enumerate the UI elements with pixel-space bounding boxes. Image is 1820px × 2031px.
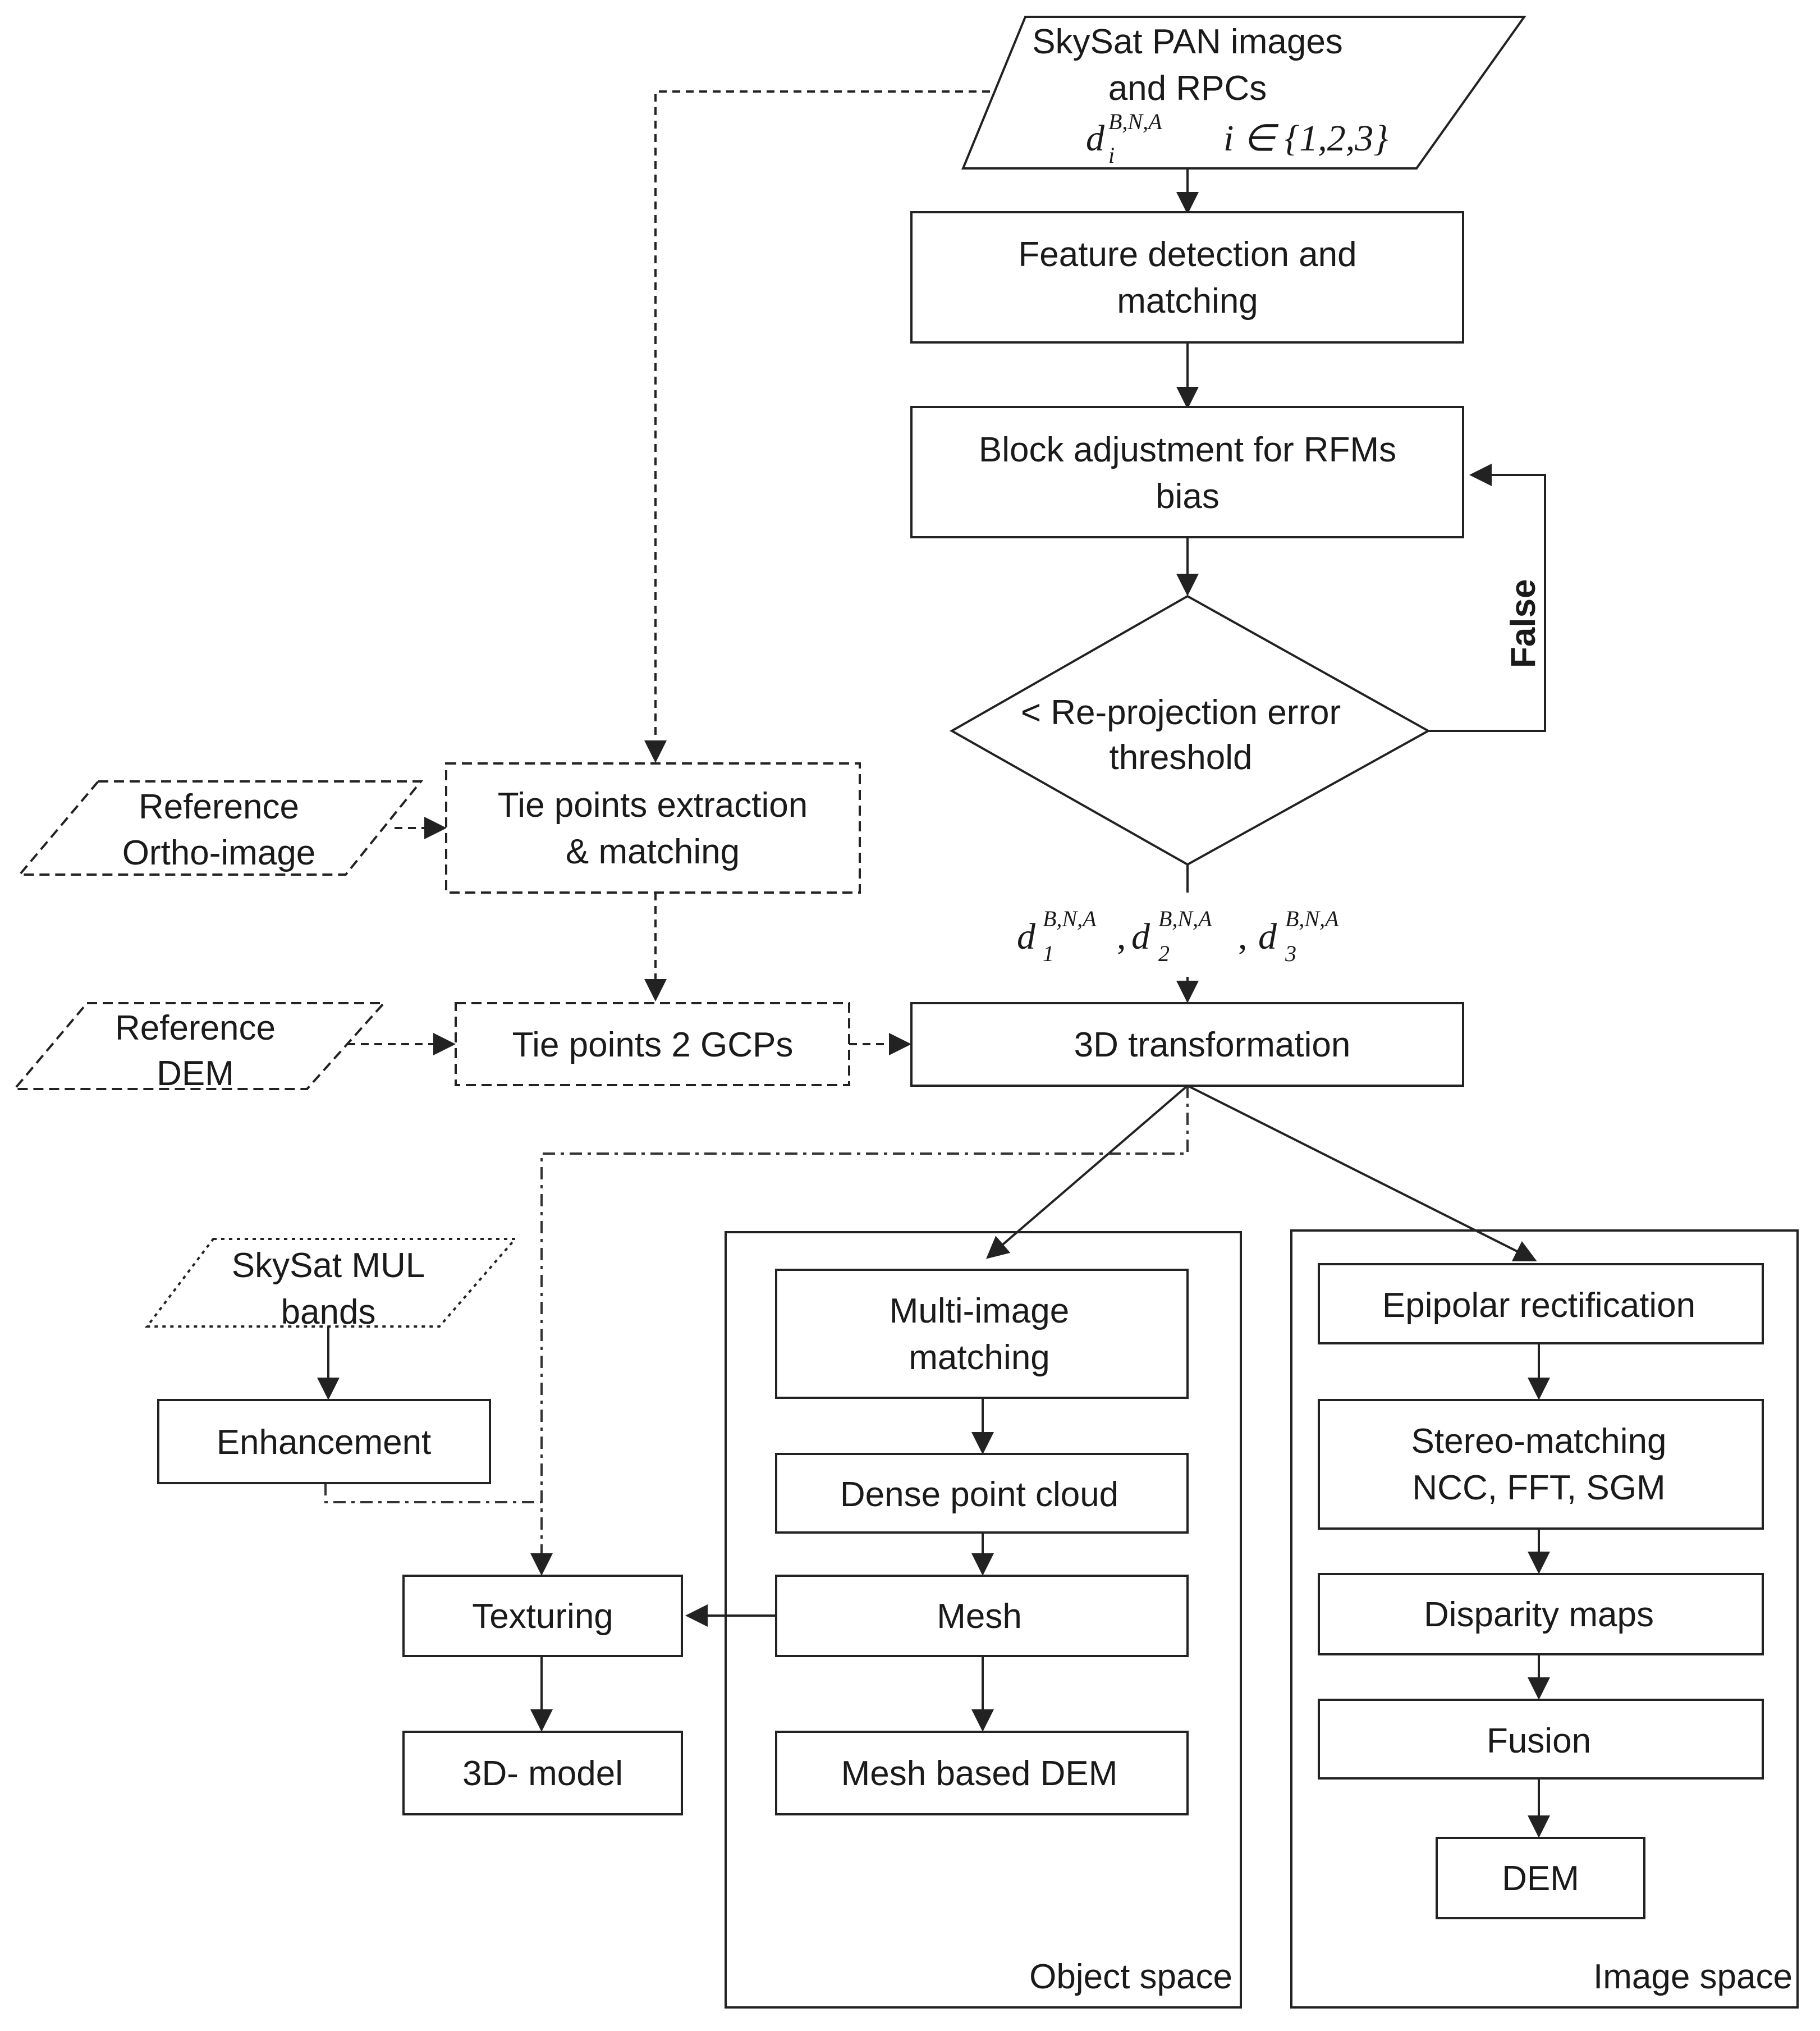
tie-points-gcps-node: Tie points 2 GCPs (455, 1002, 850, 1086)
skysat-pan-line1: SkySat PAN images (1032, 22, 1343, 61)
dense-cloud-label: Dense point cloud (840, 1475, 1118, 1514)
object-space-panel (725, 1231, 1242, 2009)
out-d3-sup: B,N,A (1285, 906, 1339, 931)
out-sep1: , (1117, 916, 1126, 957)
epipolar-node: Epipolar rectification (1318, 1263, 1764, 1344)
skysat-pan-line2: and RPCs (1108, 69, 1267, 108)
stereo-line2: NCC, FFT, SGM (1412, 1469, 1665, 1507)
feature-detection-line2: matching (1117, 282, 1258, 321)
block-adjustment-node: Block adjustment for RFMs bias (910, 406, 1464, 538)
epipolar-label: Epipolar rectification (1382, 1286, 1695, 1325)
pan-d-symbol: d (1086, 118, 1105, 159)
model-3d-node: 3D- model (402, 1731, 683, 1815)
stereo-node: Stereo-matching NCC, FFT, SGM (1318, 1399, 1764, 1530)
reprojection-line1: < Re-projection error (1021, 693, 1341, 732)
out-d2-sub: 2 (1158, 941, 1170, 966)
reference-ortho-line2: Ortho-image (122, 834, 316, 872)
edge-transform-to-texturing (530, 1086, 1189, 1576)
reference-ortho-node: Reference Ortho-image (17, 780, 424, 876)
dem-node: DEM (1436, 1837, 1645, 1919)
tie-points-gcps-label: Tie points 2 GCPs (512, 1026, 794, 1064)
feature-detection-node: Feature detection and matching (910, 211, 1464, 344)
out-d3-sub: 3 (1285, 941, 1296, 966)
dense-cloud-node: Dense point cloud (775, 1453, 1189, 1534)
multi-image-node: Multi-image matching (775, 1269, 1189, 1399)
disparity-label: Disparity maps (1424, 1595, 1654, 1634)
dem-label: DEM (1502, 1859, 1579, 1898)
image-space-panel (1290, 1229, 1799, 2009)
transformation-3d-label: 3D transformation (1074, 1026, 1351, 1064)
texturing-label: Texturing (472, 1597, 613, 1636)
pan-d-subscript: i (1108, 143, 1115, 168)
skysat-mul-line2: bands (281, 1293, 376, 1332)
reference-dem-node: Reference DEM (12, 1002, 387, 1093)
enhancement-label: Enhancement (217, 1423, 432, 1462)
multi-image-line1: Multi-image (890, 1292, 1069, 1330)
edge-false-loop (1428, 464, 1546, 732)
mesh-dem-node: Mesh based DEM (775, 1731, 1189, 1815)
edge-enhancement-to-texturing (324, 1483, 542, 1503)
skysat-mul-line1: SkySat MUL (232, 1246, 425, 1285)
out-d3: d (1258, 916, 1277, 957)
out-d1: d (1017, 916, 1036, 957)
fusion-node: Fusion (1318, 1699, 1764, 1780)
model-3d-label: 3D- model (462, 1754, 623, 1793)
block-adjustment-line2: bias (1156, 477, 1220, 516)
reference-ortho-line1: Reference (139, 788, 299, 826)
output-images-label: d B,N,A 1 , d B,N,A 2 , d B,N,A 3 (1017, 906, 1339, 966)
mesh-dem-label: Mesh based DEM (841, 1754, 1118, 1793)
reference-dem-line1: Reference (115, 1009, 276, 1047)
out-sep2: , (1238, 916, 1248, 957)
reprojection-decision-node: < Re-projection error threshold (949, 594, 1431, 866)
skysat-mul-node: SkySat MUL bands (144, 1238, 518, 1332)
fusion-label: Fusion (1487, 1722, 1591, 1760)
object-space-label: Object space (1029, 1957, 1232, 1996)
tie-points-extraction-line2: & matching (566, 832, 740, 871)
pan-d-superscript: B,N,A (1108, 109, 1162, 134)
out-d2-sup: B,N,A (1158, 906, 1212, 931)
stereo-line1: Stereo-matching (1411, 1422, 1667, 1461)
enhancement-node: Enhancement (157, 1399, 491, 1484)
pan-index-set: i ∈ {1,2,3} (1223, 118, 1388, 159)
out-d1-sub: 1 (1043, 941, 1054, 966)
reprojection-line2: threshold (1109, 738, 1252, 777)
block-adjustment-line1: Block adjustment for RFMs (979, 431, 1396, 469)
out-d2: d (1131, 916, 1150, 957)
texturing-node: Texturing (402, 1575, 683, 1657)
skysat-pan-node: SkySat PAN images and RPCs d B,N,A i i ∈… (961, 16, 1526, 170)
feature-detection-line1: Feature detection and (1018, 235, 1356, 274)
transformation-3d-node: 3D transformation (910, 1002, 1464, 1087)
edge-transform-to-object (985, 1085, 1189, 1259)
image-space-label: Image space (1593, 1957, 1793, 1996)
mesh-label: Mesh (937, 1597, 1022, 1636)
reference-dem-line2: DEM (157, 1054, 234, 1093)
tie-points-extraction-line1: Tie points extraction (498, 786, 808, 825)
out-d1-sup: B,N,A (1043, 906, 1097, 931)
edge-transform-to-image (1187, 1085, 1537, 1261)
mesh-node: Mesh (775, 1575, 1189, 1657)
tie-points-extraction-node: Tie points extraction & matching (445, 762, 861, 894)
false-label: False (1504, 579, 1543, 668)
multi-image-line2: matching (909, 1338, 1050, 1377)
disparity-node: Disparity maps (1318, 1573, 1764, 1655)
